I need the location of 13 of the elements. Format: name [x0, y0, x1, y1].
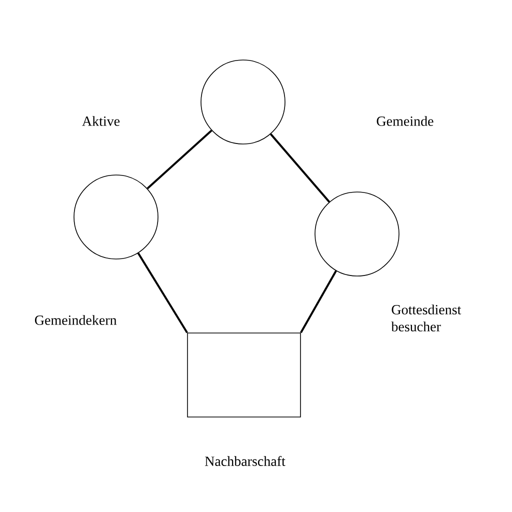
circle: [200, 60, 286, 144]
circle: [314, 192, 400, 276]
text-label: Gottesdienst besucher: [391, 304, 462, 332]
text-label: Gemeindekern: [34, 315, 117, 325]
circle: [74, 174, 158, 260]
connector-line: [137, 252, 188, 334]
text-label: Nachbarschaft: [205, 456, 286, 466]
text-label: Gemeinde: [376, 116, 434, 126]
connector-line: [146, 130, 212, 190]
text-label: Aktive: [82, 116, 120, 126]
square-box: [187, 332, 301, 418]
connector-line: [270, 133, 330, 203]
connector-line: [300, 270, 337, 334]
